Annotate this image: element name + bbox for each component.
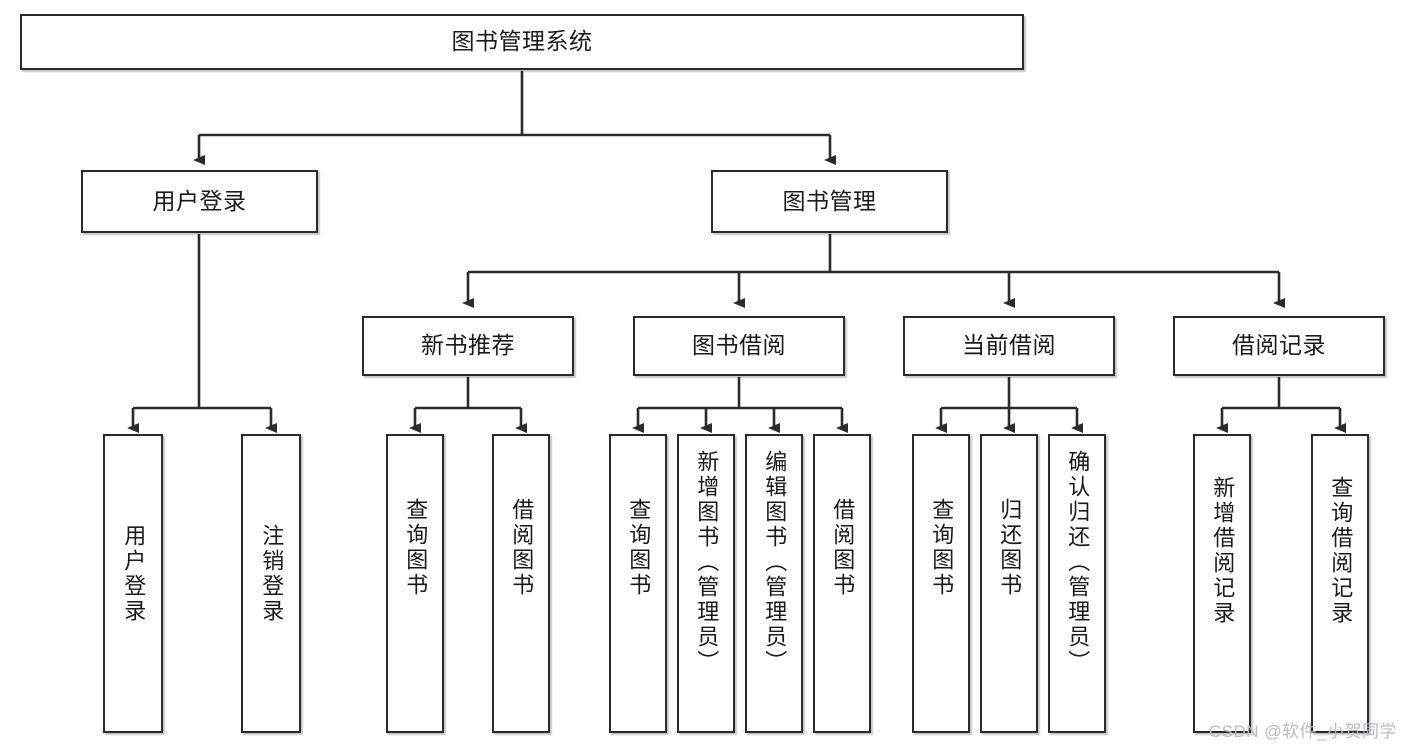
node-label: 查询图书 <box>929 498 955 598</box>
leaf-logout-login[interactable]: 注销登录 <box>241 434 301 733</box>
node-label: 注销登录 <box>259 524 285 624</box>
node-new-book-recommend[interactable]: 新书推荐 <box>362 316 574 376</box>
leaf-query-book-borrow[interactable]: 查询图书 <box>609 434 667 733</box>
leaf-query-book-recommend[interactable]: 查询图书 <box>386 434 444 733</box>
leaf-add-borrow-record[interactable]: 新增借阅记录 <box>1193 434 1251 733</box>
node-root-system[interactable]: 图书管理系统 <box>20 14 1024 70</box>
node-book-borrow[interactable]: 图书借阅 <box>633 316 845 376</box>
node-current-borrow[interactable]: 当前借阅 <box>903 316 1115 376</box>
leaf-return-book[interactable]: 归还图书 <box>980 434 1038 733</box>
leaf-query-book-current[interactable]: 查询图书 <box>912 434 970 733</box>
node-label: 图书管理 <box>782 187 877 214</box>
leaf-borrow-book[interactable]: 借阅图书 <box>813 434 871 733</box>
node-label: 新增借阅记录 <box>1210 476 1236 626</box>
node-label: 查询图书 <box>626 498 652 598</box>
node-label: 借阅记录 <box>1232 332 1326 359</box>
node-label: 归还图书 <box>997 498 1023 598</box>
leaf-query-borrow-record[interactable]: 查询借阅记录 <box>1311 434 1369 733</box>
node-label: 用户登录 <box>152 187 247 214</box>
node-label: 编辑图书（管理员） <box>762 450 788 675</box>
node-label: 新增图书（管理员） <box>694 450 720 675</box>
node-book-management[interactable]: 图书管理 <box>711 170 948 233</box>
node-label: 借阅图书 <box>509 498 535 598</box>
node-label: 借阅图书 <box>830 498 856 598</box>
node-borrow-records[interactable]: 借阅记录 <box>1173 316 1385 376</box>
node-label: 查询借阅记录 <box>1328 476 1354 626</box>
leaf-borrow-book-recommend[interactable]: 借阅图书 <box>492 434 550 733</box>
node-label: 用户登录 <box>121 524 147 624</box>
node-user-login[interactable]: 用户登录 <box>81 170 318 233</box>
node-label: 查询图书 <box>403 498 429 598</box>
leaf-user-login[interactable]: 用户登录 <box>103 434 163 733</box>
node-label: 当前借阅 <box>962 332 1056 359</box>
node-label: 图书借阅 <box>692 332 786 359</box>
watermark-text: CSDN @软件_小贺同学 <box>1208 722 1397 741</box>
node-label: 确认归还（管理员） <box>1065 450 1091 675</box>
leaf-edit-book-admin[interactable]: 编辑图书（管理员） <box>745 434 803 733</box>
node-label: 新书推荐 <box>421 332 515 359</box>
leaf-confirm-return-admin[interactable]: 确认归还（管理员） <box>1048 434 1106 733</box>
leaf-add-book-admin[interactable]: 新增图书（管理员） <box>677 434 735 733</box>
node-label: 图书管理系统 <box>451 28 593 55</box>
